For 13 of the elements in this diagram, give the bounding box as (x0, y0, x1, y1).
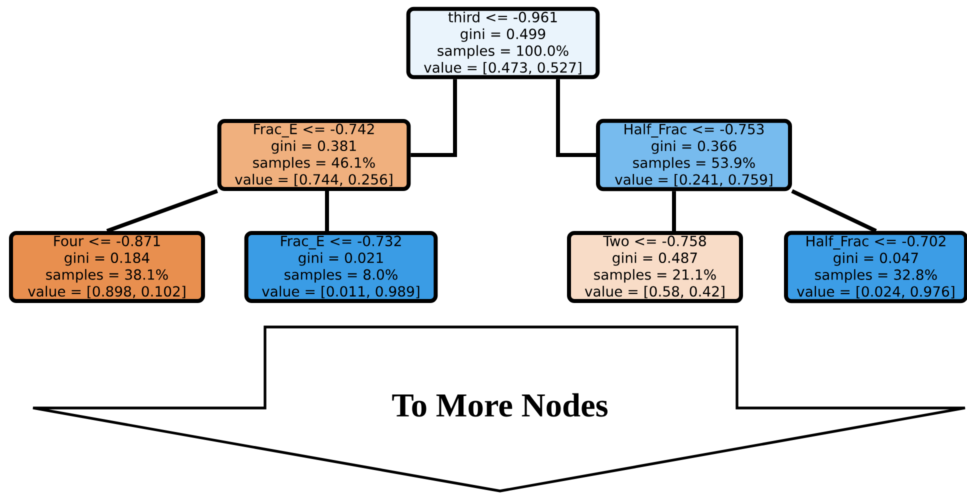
tree-node-box: Frac_E <= -0.742 gini = 0.381 samples = 46.1% value = [0.744, 0.256] (217, 119, 411, 191)
tree-edge (672, 191, 676, 231)
tree-node-box: Half_Frac <= -0.702 gini = 0.047 samples = 32.8% value = [0.024, 0.976] (784, 230, 967, 304)
tree-node-box: Four <= -0.871 gini = 0.184 samples = 38.1% value = [0.898, 0.102] (9, 231, 205, 303)
tree-edge (410, 79, 457, 157)
tree-edge (106, 189, 218, 233)
tree-node-box: Two <= -0.758 gini = 0.487 samples = 21.1% value = [0.58, 0.42] (567, 231, 743, 303)
tree-node-box: third <= -0.961 gini = 0.499 samples = 100.0% value = [0.473, 0.527] (406, 6, 600, 80)
tree-node-box: Frac_E <= -0.732 gini = 0.021 samples = 8.0% value = [0.011, 0.989] (244, 231, 438, 303)
tree-edge (556, 79, 596, 157)
tree-edge (325, 190, 329, 231)
tree-edge (791, 189, 877, 233)
tree-node-box: Half_Frac <= -0.753 gini = 0.366 samples = 53.9% value = [0.241, 0.759] (596, 118, 792, 192)
